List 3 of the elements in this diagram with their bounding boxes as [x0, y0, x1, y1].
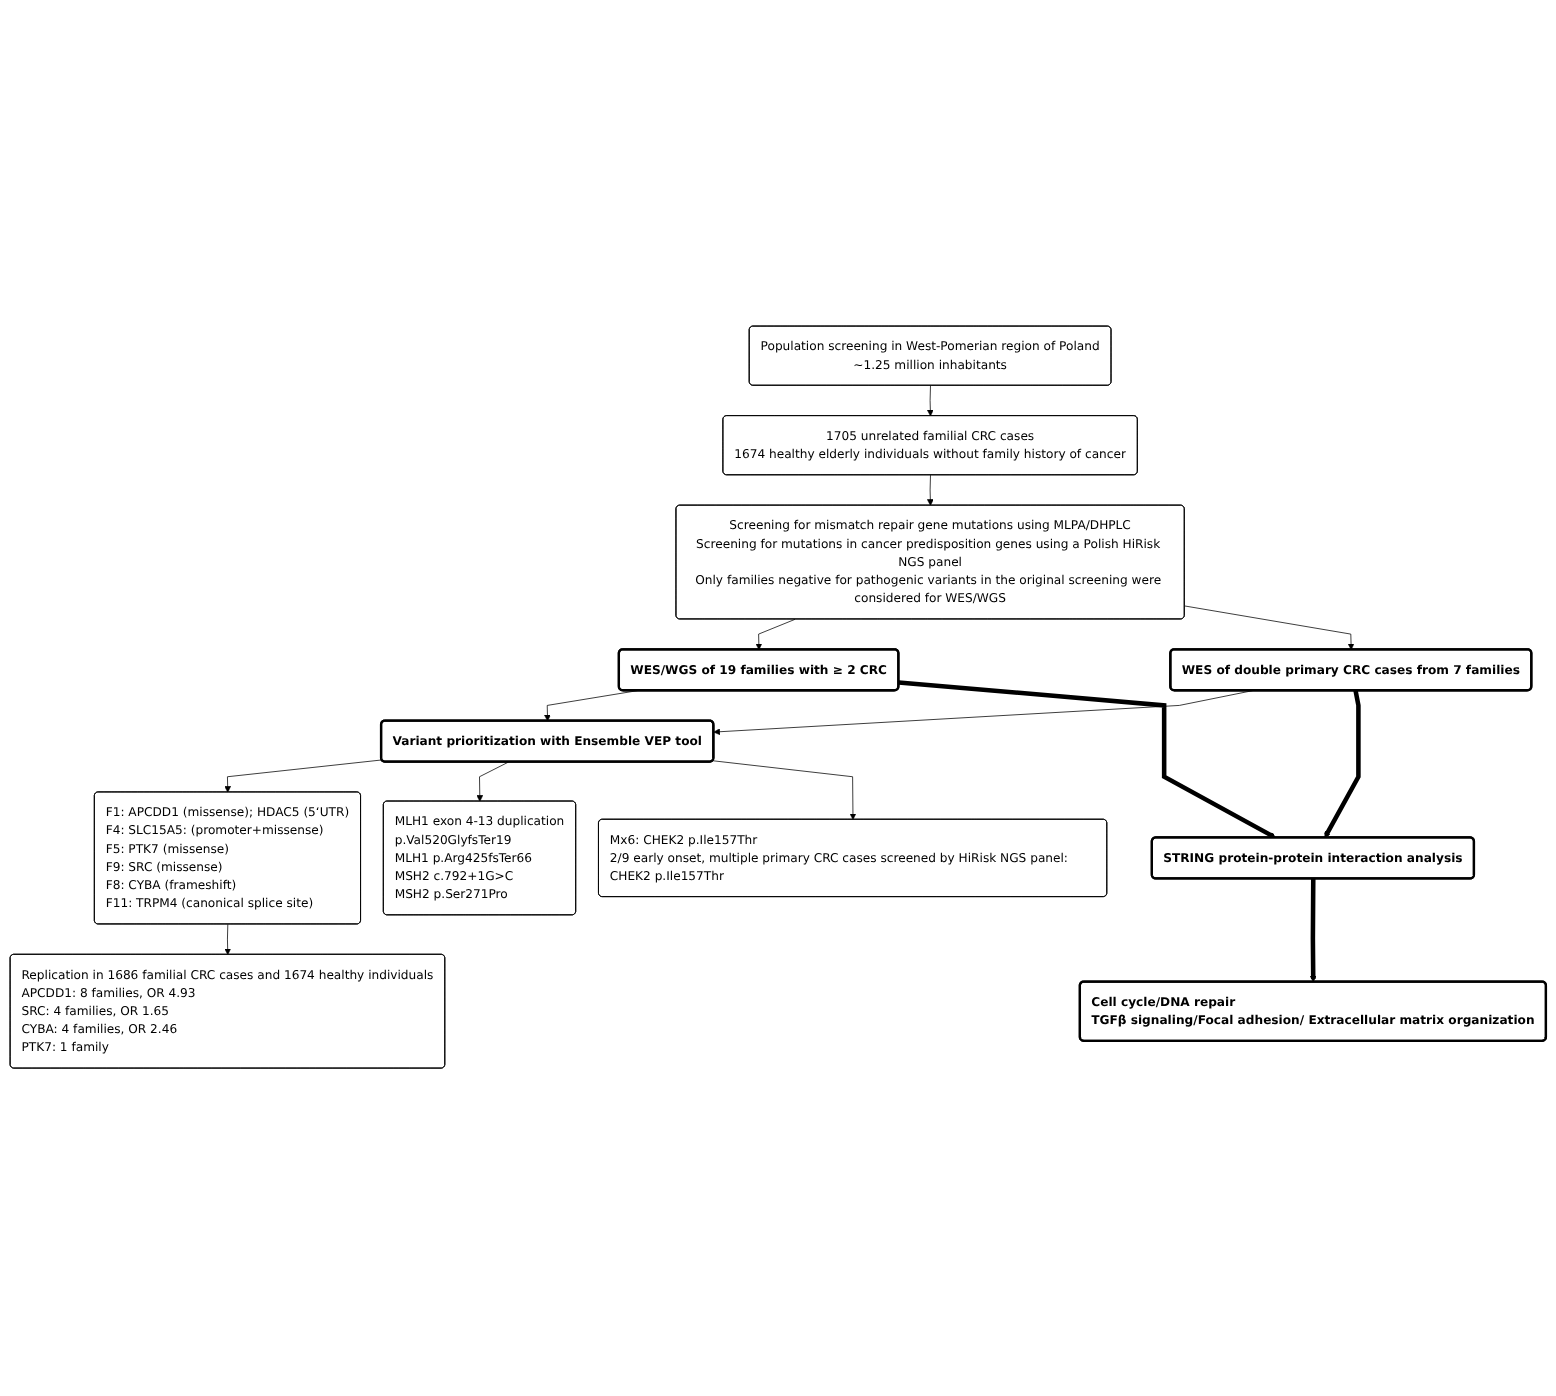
arrow: [898, 681, 1277, 840]
arrow: [1309, 879, 1317, 984]
arrow: [1324, 691, 1361, 840]
